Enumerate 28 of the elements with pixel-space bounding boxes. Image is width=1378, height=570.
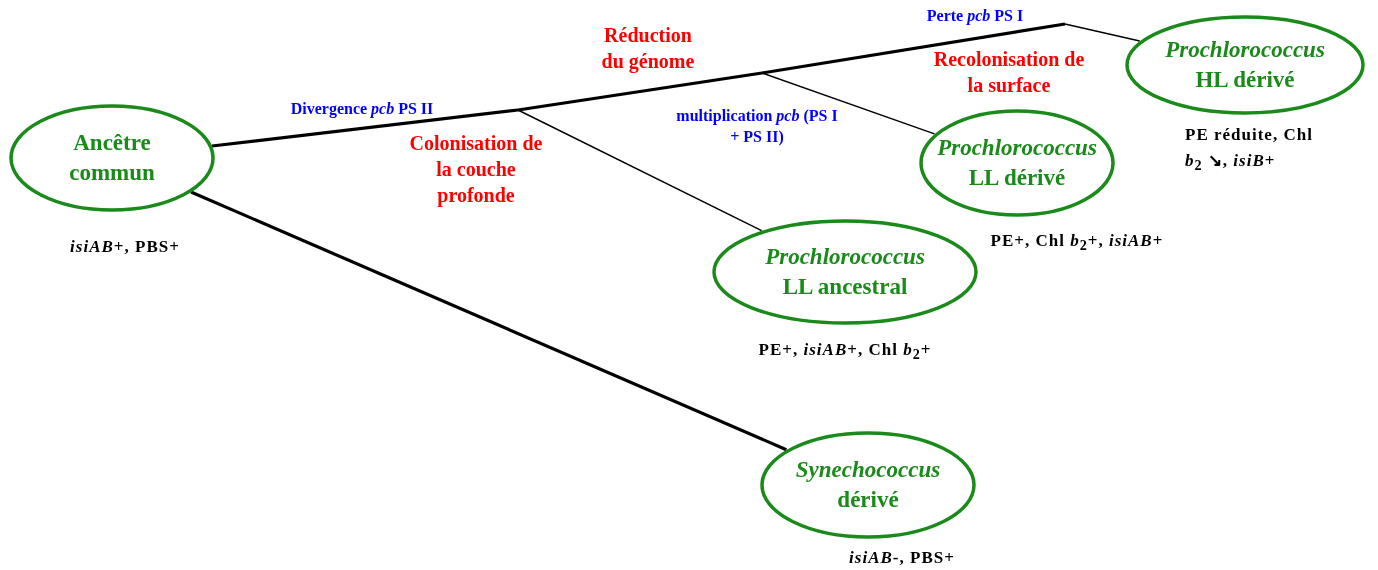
taxon-ellipse xyxy=(712,219,978,325)
event-label: Réduction du génome xyxy=(600,23,696,74)
event-label: Colonisation de la couche profonde xyxy=(408,131,544,208)
taxon-ellipse xyxy=(1125,15,1365,115)
taxon-name: Prochlorococcus HL dérivé xyxy=(1164,36,1326,94)
trait-note: PE+, isiAB+, Chl b$_{2}$+ xyxy=(757,339,933,365)
event-label: Divergence pcb PS II xyxy=(289,99,435,120)
trait-note: isiAB+, PBS+ xyxy=(69,236,181,258)
taxon-ellipse xyxy=(760,431,976,539)
taxon-name: Prochlorococcus LL ancestral xyxy=(764,243,926,301)
tree-branch xyxy=(761,22,1066,75)
taxon-name: Synechococcus dérivé xyxy=(794,456,942,514)
taxon-name: Ancêtre commun xyxy=(68,129,156,187)
taxon-name: Prochlorococcus LL dérivé xyxy=(936,134,1098,192)
tree-branch xyxy=(517,109,763,232)
trait-note: PE réduite, Chl b$_{2}$ ↘, isiB+ xyxy=(1185,124,1314,176)
taxon-ellipse xyxy=(919,109,1115,217)
taxon-ellipse xyxy=(9,104,215,212)
event-label: Perte pcb PS I xyxy=(925,6,1025,27)
trait-note: isiAB-, PBS+ xyxy=(848,547,956,569)
tree-branch xyxy=(190,190,787,452)
tree-branch xyxy=(517,71,763,112)
tree-branch xyxy=(1064,23,1141,42)
tree-branch xyxy=(761,72,936,135)
event-label: multiplication pcb (PS I + PS II) xyxy=(675,106,839,148)
tree-branch xyxy=(211,108,519,148)
trait-note: PE+, Chl b$_{2}$+, isiAB+ xyxy=(989,230,1165,256)
event-label: Recolonisation de la surface xyxy=(932,47,1086,98)
